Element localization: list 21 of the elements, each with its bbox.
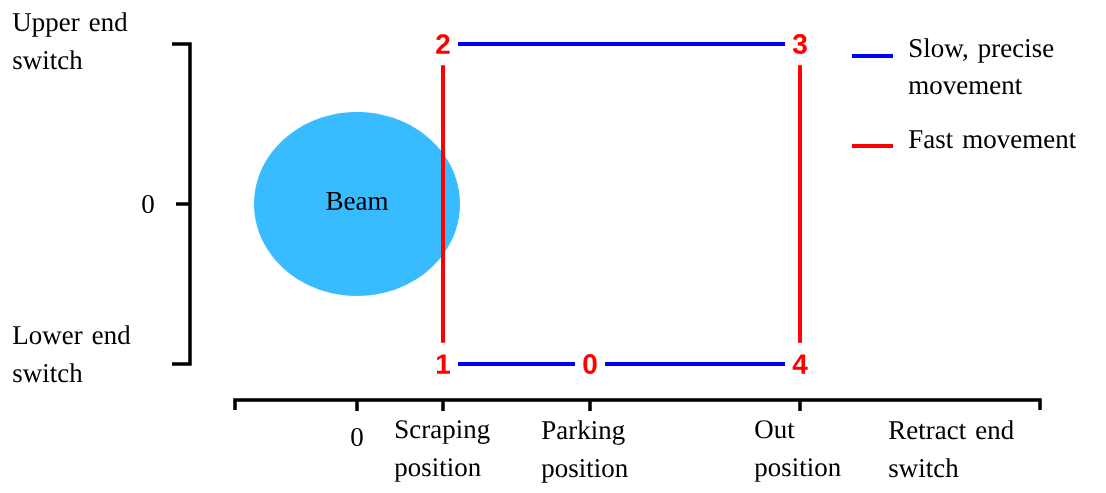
axis-label: Parking position	[541, 420, 628, 483]
tick-label: 0	[142, 194, 154, 214]
legend-text: Fast movement	[909, 130, 1077, 149]
axis-label: Out position	[754, 420, 841, 482]
position-number: 4	[792, 354, 808, 374]
axis-label: Retract end switch	[889, 420, 1014, 478]
axis-label: Upper end switch	[12, 12, 128, 70]
position-number: 0	[583, 354, 597, 374]
position-number: 3	[792, 34, 807, 54]
tick-label: 0	[351, 427, 363, 447]
position-number: 2	[436, 34, 450, 54]
position-number: 1	[436, 354, 450, 374]
axis-label: Scraping position	[394, 420, 490, 482]
axis-label: Lower end switch	[13, 325, 131, 383]
path-line	[441, 65, 445, 343]
legend-text: Slow, precise movement	[908, 38, 1054, 95]
path-line	[605, 362, 785, 366]
path-line	[458, 42, 785, 46]
path-line	[458, 362, 575, 366]
beam-label: Beam	[326, 192, 389, 210]
path-line	[798, 65, 802, 343]
